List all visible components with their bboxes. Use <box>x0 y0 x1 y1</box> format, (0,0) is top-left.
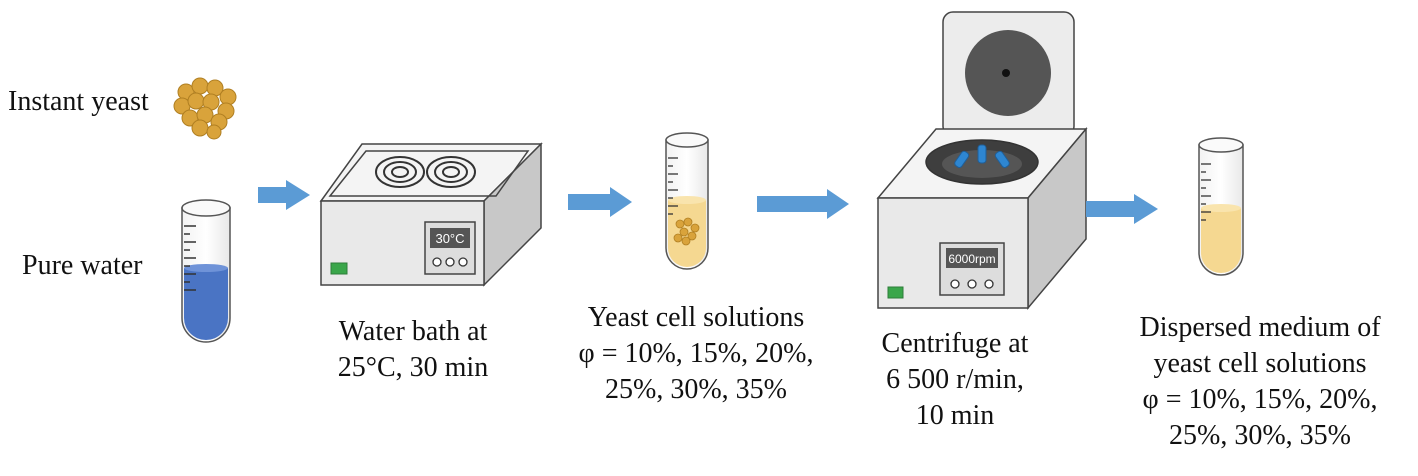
arrow-1-icon <box>258 180 310 210</box>
arrow-4-icon <box>1086 194 1158 224</box>
yeast-solution-tube-icon <box>665 132 709 270</box>
dispersed-medium-caption: Dispersed medium of yeast cell solutions… <box>1139 312 1381 451</box>
dispersed-medium-tube-icon <box>1198 137 1244 276</box>
water-bath-icon <box>319 142 543 287</box>
centrifuge-display: 6000rpm <box>948 252 995 266</box>
arrow-2-icon <box>568 187 632 217</box>
water-bath-caption: Water bath at 25°C, 30 min <box>337 316 489 383</box>
yeast-solution-caption: Yeast cell solutions φ = 10%, 15%, 20%, … <box>578 302 814 405</box>
water-test-tube-icon <box>181 199 231 343</box>
yeast-granules-icon <box>173 77 237 140</box>
centrifuge-caption: Centrifuge at 6 500 r/min, 10 min <box>881 328 1029 431</box>
centrifuge-icon <box>876 11 1088 311</box>
pure-water-label: Pure water <box>22 250 143 281</box>
water-bath-display: 30°C <box>435 231 464 246</box>
instant-yeast-label: Instant yeast <box>8 86 149 117</box>
arrow-3-icon <box>757 189 849 219</box>
